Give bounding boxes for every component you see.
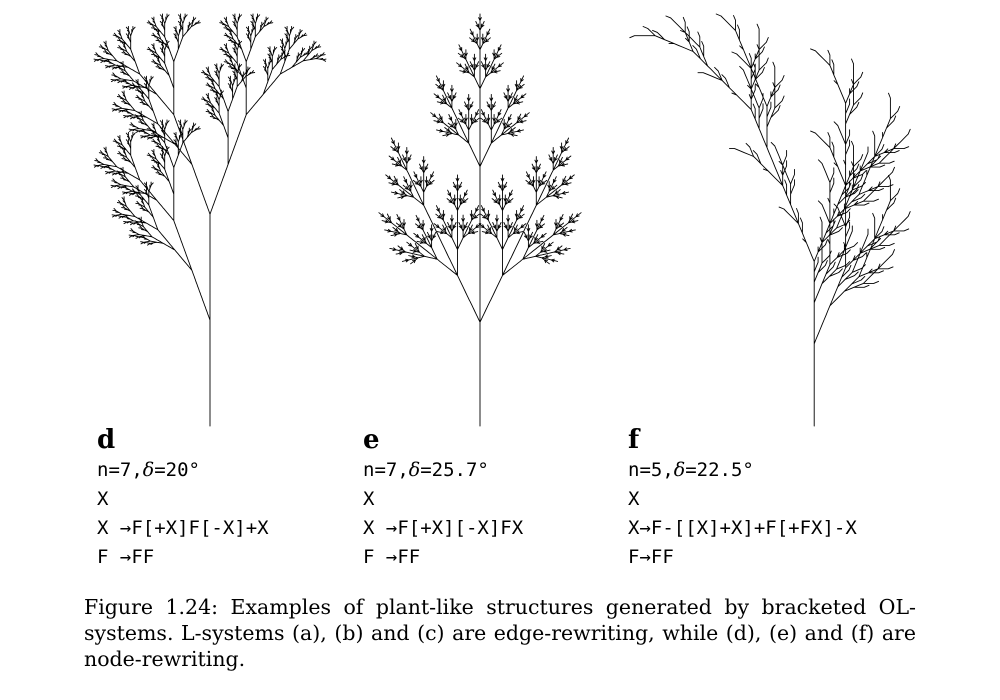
delta-symbol: δ	[673, 459, 686, 481]
angle: =25.7°	[420, 459, 489, 481]
axiom: X	[363, 488, 375, 510]
production-x: X →F[+X]F[-X]+X	[97, 517, 269, 539]
plant-branches	[629, 13, 911, 427]
axiom: X	[97, 488, 109, 510]
panel-letter: f	[628, 425, 640, 455]
production-x: X →F[+X][-X]FX	[363, 517, 524, 539]
production-x: X→F-[[X]+X]+F[+FX]-X	[628, 517, 857, 539]
plant-f-drawing	[629, 13, 911, 427]
iterations: n=5,	[628, 459, 674, 481]
production-f: F→FF	[628, 546, 674, 568]
parameters: n=7,δ=25.7°	[363, 456, 623, 485]
plant-e-drawing	[378, 13, 582, 427]
parameters: n=7,δ=20°	[97, 456, 357, 485]
panel-e: e n=7,δ=25.7° X X →F[+X][-X]FX F →FF	[363, 424, 623, 572]
angle: =22.5°	[685, 459, 754, 481]
plant-d-drawing	[93, 13, 327, 427]
panel-f: f n=5,δ=22.5° X X→F-[[X]+X]+F[+FX]-X F→F…	[628, 424, 888, 572]
angle: =20°	[154, 459, 200, 481]
figure-caption: Figure 1.24: Examples of plant-like stru…	[84, 595, 916, 671]
production-f: F →FF	[97, 546, 155, 568]
plant-branches	[378, 13, 582, 427]
delta-symbol: δ	[408, 459, 421, 481]
iterations: n=7,	[97, 459, 143, 481]
panel-d: d n=7,δ=20° X X →F[+X]F[-X]+X F →FF	[97, 424, 357, 572]
panel-letter: d	[97, 425, 116, 455]
axiom: X	[628, 488, 640, 510]
parameters: n=5,δ=22.5°	[628, 456, 888, 485]
plant-branches	[93, 13, 327, 427]
delta-symbol: δ	[142, 459, 155, 481]
production-f: F →FF	[363, 546, 421, 568]
panel-letter: e	[363, 425, 380, 455]
iterations: n=7,	[363, 459, 409, 481]
